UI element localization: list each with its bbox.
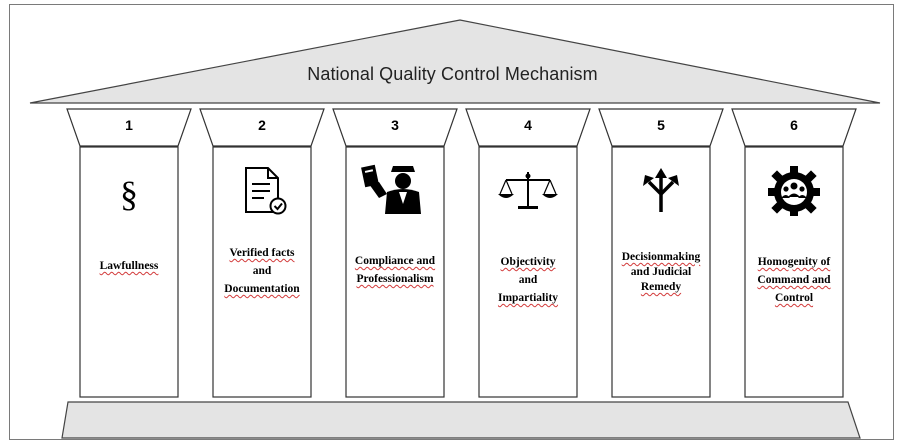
pillar-5-label-line: Decisionmaking (621, 251, 701, 263)
capital-2 (199, 108, 325, 147)
pillar-6-label: Homogenity of Command and Control (748, 253, 840, 307)
pillar-3-label: Compliance and Professionalism (349, 252, 441, 288)
pillar-1-label-line: Lawfullness (99, 260, 159, 272)
pillar-6-label-line: Command and (757, 274, 831, 286)
scales-of-justice-icon (482, 162, 574, 218)
pillar-5-label: Decisionmaking and Judicial Remedy (615, 250, 707, 295)
officer-checking-document-icon (349, 162, 441, 218)
capital-1 (66, 108, 192, 147)
capital-3 (332, 108, 458, 147)
pillar-4-label-line: Impartiality (497, 292, 559, 304)
pillar-5-number: 5 (657, 117, 665, 133)
capital-5 (598, 108, 724, 147)
paragraph-icon: § (83, 162, 175, 218)
roof (29, 19, 881, 104)
capital-6 (731, 108, 857, 147)
shafts (79, 146, 844, 398)
pillar-4-number: 4 (524, 117, 532, 133)
shaft-3 (345, 146, 445, 398)
capital-4 (465, 108, 591, 147)
team-gear-icon (748, 162, 840, 218)
pillar-3-label-line: Professionalism (356, 273, 434, 285)
pillar-1-number: 1 (125, 117, 133, 133)
pillar-2-number: 2 (258, 117, 266, 133)
pillar-5-label-line: Remedy (640, 281, 682, 293)
roof-title: National Quality Control Mechanism (0, 64, 905, 85)
title-text: National Quality Control Mechanism (307, 64, 598, 84)
pillar-2-label-line: Verified facts (229, 247, 295, 259)
shaft-2 (212, 146, 312, 398)
pillar-3-label-line: Compliance and (354, 255, 436, 267)
pillar-1-label: Lawfullness (83, 257, 175, 275)
pillar-2-label: Verified facts and Documentation (216, 244, 308, 298)
pillar-2-label-line: and (252, 265, 272, 277)
decision-arrows-icon (615, 162, 707, 218)
svg-text:§: § (120, 174, 138, 214)
pillar-6-label-line: Control (774, 292, 814, 304)
pillar-2-label-line: Documentation (224, 283, 300, 295)
pillar-5-label-line: and Judicial (630, 266, 692, 278)
capitals (66, 108, 857, 147)
pillar-4-label-line: and (518, 274, 538, 286)
verified-document-icon (216, 162, 308, 218)
shaft-1 (79, 146, 179, 398)
pillar-3-number: 3 (391, 117, 399, 133)
pillar-6-number: 6 (790, 117, 798, 133)
pillar-4-label: Objectivity and Impartiality (482, 253, 574, 307)
base (61, 401, 861, 439)
pillar-4-label-line: Objectivity (500, 256, 556, 268)
pillar-6-label-line: Homogenity of (757, 256, 831, 268)
